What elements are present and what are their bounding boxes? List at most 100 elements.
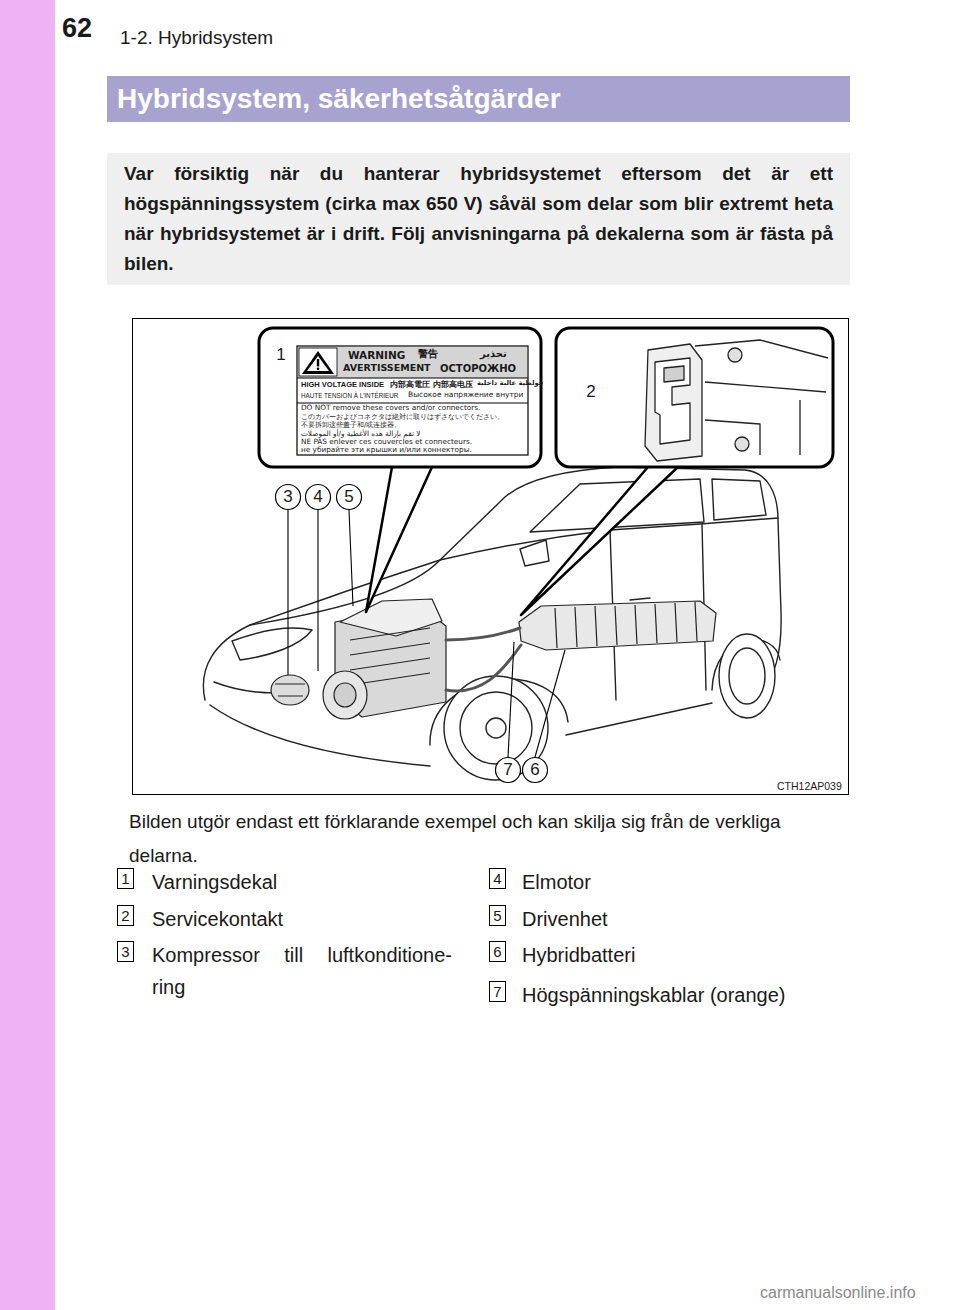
warning-decal (299, 348, 337, 376)
callout-number: 7 (495, 757, 521, 783)
decal-text: WARNING (348, 349, 405, 361)
inset-pointer (521, 467, 678, 615)
leader-lines (535, 650, 565, 757)
wheels (460, 692, 532, 764)
figure-caption: Bilden utgör endast ett förklarande exem… (129, 805, 851, 873)
decal-text: تحذير (480, 348, 507, 360)
hv-cables (446, 645, 521, 691)
callout-circles (496, 758, 521, 783)
warning-decal (298, 347, 527, 378)
hybrid-parts (350, 628, 430, 685)
warning-decal (302, 351, 334, 374)
callout-number: 1 (268, 342, 294, 368)
list-number: 4 (489, 868, 506, 889)
callout-number: 5 (336, 484, 362, 510)
callout-number: 2 (578, 379, 604, 405)
title-band-fill (107, 76, 850, 122)
leader-lines (349, 510, 353, 606)
list-number: 3 (117, 941, 134, 962)
warning-decal (317, 359, 319, 367)
callout-circles (306, 485, 331, 510)
inset-frame (259, 328, 541, 467)
page-number: 62 (62, 13, 92, 44)
leader-lines (317, 510, 318, 671)
car-outline (210, 705, 430, 766)
service-plug (705, 382, 826, 392)
service-plug (728, 348, 742, 362)
note-box: Var försiktig när du hanterar hybridsyst… (107, 153, 850, 285)
watermark: carmanualsonline.info (760, 1284, 916, 1302)
car-outline (203, 467, 781, 766)
wheels (444, 634, 775, 780)
warning-decal (307, 356, 329, 371)
note-text: Var försiktig när du hanterar hybridsyst… (124, 159, 833, 279)
decal-text: 警告 (418, 348, 438, 360)
hybrid-parts (519, 601, 716, 650)
figure-code: CTH12AP039 (775, 780, 844, 792)
illustration (133, 319, 849, 795)
decal-text: не убирайте эти крышки и/или коннекторы. (301, 446, 472, 454)
section-title: Hybridsystem, säkerhetsåtgärder (117, 83, 561, 115)
decal-text: このカバーおよびコネクタは絶対に取りはずさないでください。 (301, 413, 504, 421)
car-outline (203, 467, 781, 700)
part-name: Servicekontakt (152, 903, 452, 935)
wheels (729, 648, 765, 704)
list-number: 7 (489, 981, 506, 1002)
service-plug (695, 340, 828, 358)
callout-circles (276, 485, 301, 510)
callout-circles (337, 485, 362, 510)
part-name: Elmotor (522, 866, 842, 898)
decal-text: AVERTISSEMENT (343, 363, 431, 374)
callout-circles (269, 343, 604, 783)
decal-text: فولطية عالية داخلية (477, 380, 543, 388)
part-name: Kompressor till luftkonditione- ring (152, 939, 452, 1003)
decal-text: HAUTE TENSION À L'INTÉRIEUR (301, 392, 398, 399)
inset-frame (556, 328, 833, 467)
car-outline (232, 628, 312, 660)
service-plug (664, 366, 684, 382)
warning-decal (297, 346, 528, 455)
decal-text: DO NOT remove these covers and/or connec… (301, 404, 480, 412)
service-plug (799, 400, 800, 455)
hybrid-parts (275, 684, 305, 696)
decal-text: 内部高電圧 (390, 380, 430, 389)
service-plug (705, 420, 760, 455)
hybrid-parts (340, 599, 442, 636)
illustration (133, 319, 849, 795)
decal-text: 不要拆卸这些盖子和/或连接器。 (301, 421, 401, 429)
decal-text: 内部高电压 (433, 380, 473, 389)
hv-cables (446, 628, 520, 640)
chapter-header: 1-2. Hybridsystem (120, 27, 273, 49)
decal-text: لا تقم بإزالة هذه الأغطية و/أو الموصلات (301, 430, 420, 438)
service-plug (645, 340, 828, 461)
hybrid-parts (334, 683, 356, 707)
callout-circles (523, 758, 548, 783)
part-name: Drivenhet (522, 903, 842, 935)
service-plug (735, 437, 749, 451)
inset-pointer (366, 467, 432, 612)
part-name: Högspänningskablar (orange) (522, 979, 842, 1011)
wheels (719, 634, 775, 718)
car-outline (630, 598, 650, 600)
list-number: 1 (117, 868, 134, 889)
service-plug (645, 344, 702, 461)
service-plug (655, 358, 690, 444)
wheels (486, 718, 506, 738)
callout-number: 6 (522, 757, 548, 783)
car-outline (712, 479, 766, 520)
leader-lines (508, 642, 514, 757)
part-name: Varningsdekal (152, 866, 452, 898)
hybrid-parts (271, 599, 716, 719)
list-number: 5 (489, 905, 506, 926)
warning-decal (297, 346, 528, 455)
hybrid-parts (323, 671, 367, 719)
decal-text: HIGH VOLTAGE INSIDE (301, 381, 384, 390)
decal-text: ОСТОРОЖНО (440, 363, 516, 375)
list-number: 2 (117, 905, 134, 926)
part-name: Hybridbatteri (522, 939, 842, 971)
car-outline (566, 703, 712, 735)
hv-cables (446, 628, 521, 691)
hybrid-parts (555, 602, 697, 648)
hybrid-parts (271, 675, 309, 705)
